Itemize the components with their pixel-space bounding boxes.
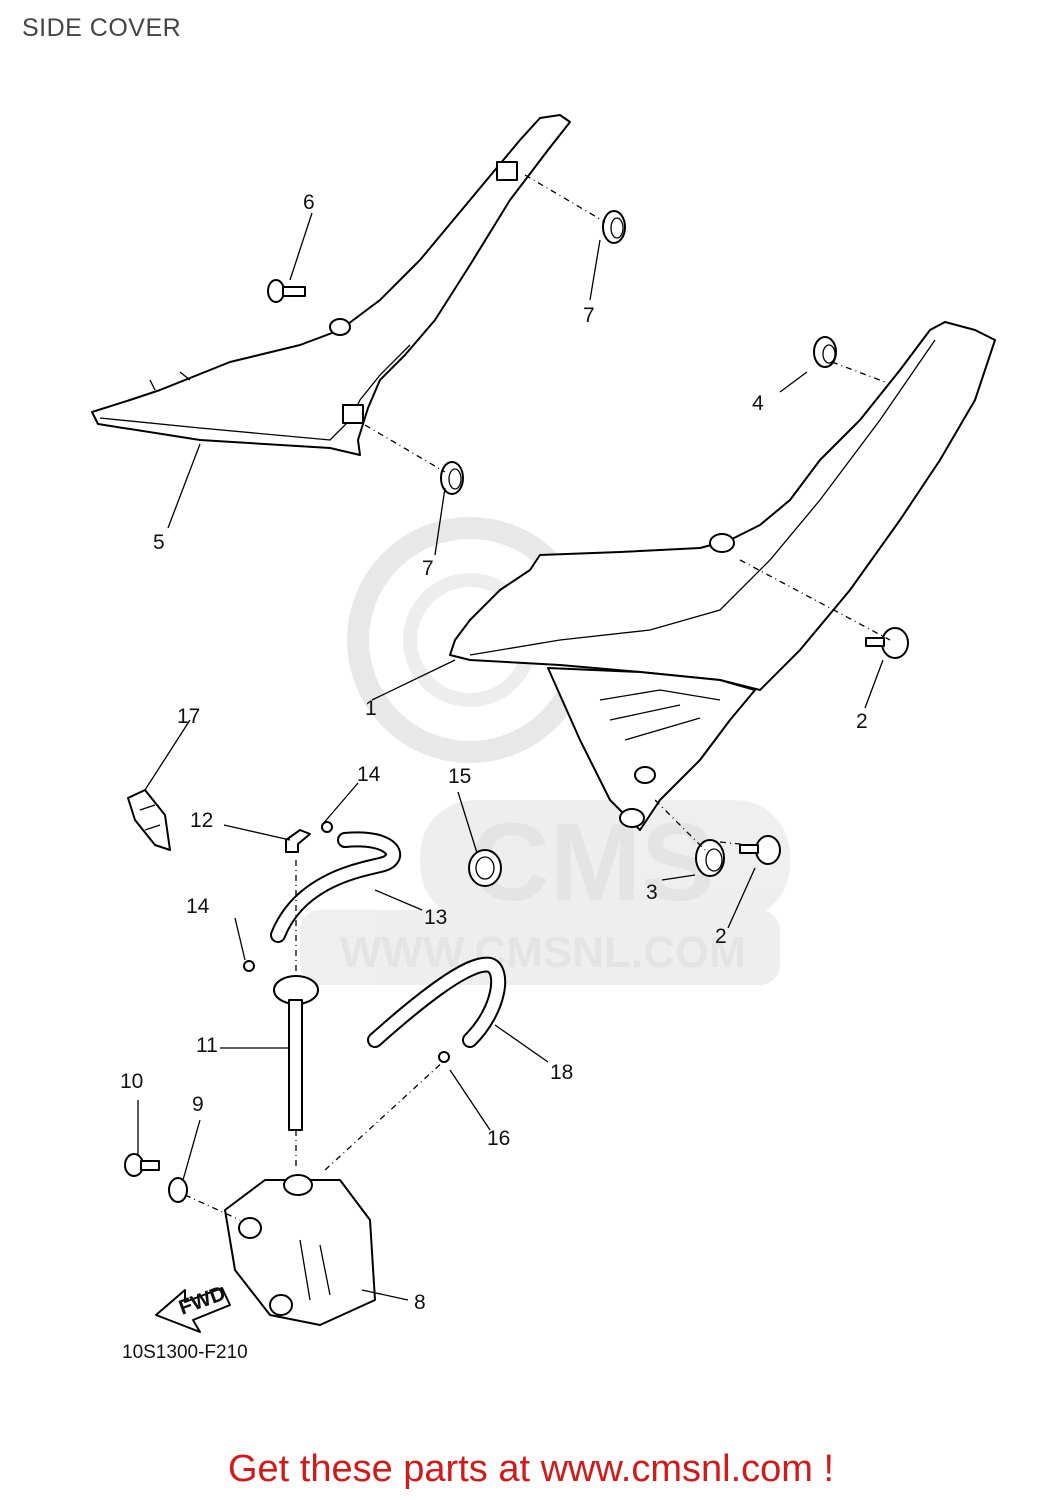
callout-10: 10 xyxy=(120,1070,143,1093)
part-7-grommet-upper[interactable] xyxy=(602,210,626,244)
callout-16: 16 xyxy=(487,1127,510,1150)
part-8-tank[interactable] xyxy=(224,1174,376,1326)
callout-15: 18 xyxy=(550,1061,573,1084)
watermark-url: WWW.CMSNL.COM xyxy=(340,928,746,977)
callout-3: 3 xyxy=(646,881,658,904)
callout-13: 13 xyxy=(424,906,447,929)
part-9-damper[interactable] xyxy=(168,1177,188,1203)
callout-5: 5 xyxy=(153,531,165,554)
callout-18: 17 xyxy=(177,705,200,728)
part-5-left-side-cover[interactable] xyxy=(91,114,571,456)
callout-14-upper: 14 xyxy=(357,763,381,786)
callout-17: 15 xyxy=(448,765,471,788)
part-16-clip[interactable] xyxy=(438,1051,450,1063)
part-2-screw-lower[interactable] xyxy=(739,835,781,865)
callout-14-lower: 14 xyxy=(186,895,210,918)
part-14-clip-upper[interactable] xyxy=(321,821,333,833)
part-3-collar[interactable] xyxy=(695,839,725,877)
part-12-joint[interactable] xyxy=(285,829,311,853)
diagram-code: 10S1300-F210 xyxy=(122,1342,248,1363)
watermark-logo xyxy=(300,517,790,985)
callout-1: 1 xyxy=(365,697,377,720)
page-title: SIDE COVER xyxy=(22,14,182,42)
part-2-screw-upper[interactable] xyxy=(865,627,909,659)
part-15-hose[interactable] xyxy=(367,956,507,1048)
part-11-pipe[interactable] xyxy=(273,975,319,1131)
fwd-arrow-icon xyxy=(155,1287,231,1333)
callout-11: 11 xyxy=(196,1034,218,1057)
callout-12: 12 xyxy=(190,809,213,832)
part-14-clip-lower[interactable] xyxy=(243,960,255,972)
part-4-grommet[interactable] xyxy=(813,336,837,368)
part-13-hose[interactable] xyxy=(270,831,402,943)
footer-link[interactable]: Get these parts at www.cmsnl.com ! xyxy=(227,1448,835,1490)
callout-8: 8 xyxy=(414,1291,426,1314)
callout-6: 6 xyxy=(303,191,315,214)
callout-7-upper: 7 xyxy=(583,304,595,327)
callout-numbers: 6 7 4 5 7 1 2 17 14 15 12 3 14 13 2 11 1… xyxy=(120,191,868,1314)
parts-diagram: CMS WWW.CMSNL.COM xyxy=(91,114,996,1333)
part-1-right-side-cover[interactable] xyxy=(449,321,996,831)
callout-9: 9 xyxy=(192,1093,204,1116)
part-10-bolt[interactable] xyxy=(124,1153,160,1177)
callout-2-lower: 2 xyxy=(715,925,727,948)
part-7-grommet-lower[interactable] xyxy=(440,461,464,495)
callout-7-lower: 7 xyxy=(422,557,434,580)
part-18-clip[interactable] xyxy=(127,789,171,851)
callout-4: 4 xyxy=(752,392,764,415)
watermark-brand: CMS xyxy=(470,801,714,924)
part-6-bolt[interactable] xyxy=(267,279,306,303)
part-17-clamp[interactable] xyxy=(468,849,502,887)
callout-2-upper: 2 xyxy=(856,710,868,733)
